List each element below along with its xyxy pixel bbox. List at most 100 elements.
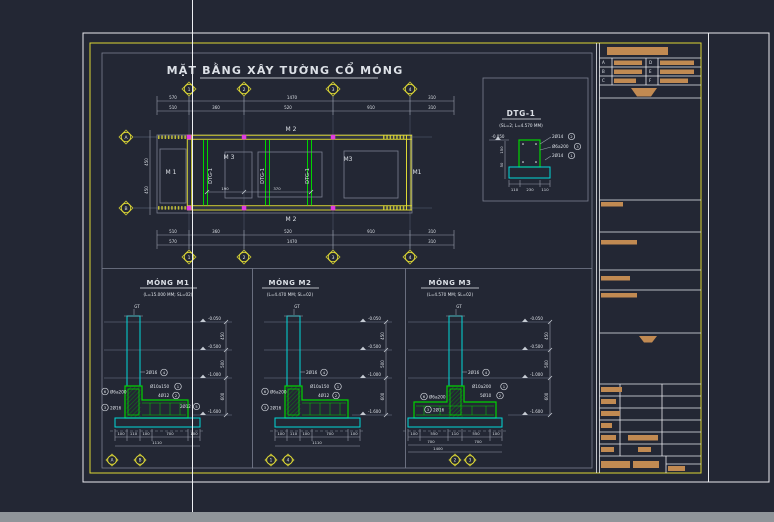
titleblock-stamp — [639, 336, 657, 343]
dim-label: 370 — [273, 186, 281, 191]
rebar-callout-num: 1 — [570, 153, 573, 158]
plan-view: MẶT BẰNG XÂY TƯỜNG CỔ MÓNG 570 1470 310 … — [118, 62, 455, 265]
vertical-dim-chain: 450 500 600 — [220, 319, 229, 418]
grid-bubble-label: 2 — [454, 458, 457, 463]
level-label: -1.000 — [530, 372, 543, 377]
grid-bubble-label: 4 — [287, 458, 290, 463]
dim-label: 100 — [410, 431, 418, 436]
rebar-callout-num: 2 — [335, 393, 338, 398]
rebar-callout: 2Ø14 1 — [552, 151, 576, 160]
level-markers: -0.050 -0.500 -1.000 -1.600 — [200, 316, 221, 415]
rebar-callout-label: 2Ø14 — [552, 153, 564, 158]
rebar-callout-label: 2Ø16 — [270, 406, 282, 411]
detail-title: MÓNG M1 — [147, 278, 190, 287]
grid-bubbles-bottom: 1 2 3 4 — [181, 249, 418, 265]
rebar-callouts: 2Ø16 4 Ø10a150 1 4Ø12 2 6 Ø6a200 3 2Ø16 — [261, 368, 342, 412]
rebar-callout-num: 3 — [427, 407, 430, 412]
rebar-callout-label: 2Ø16 — [306, 370, 318, 375]
lean-concrete-slab — [274, 417, 361, 428]
grid-bubble-label: B — [139, 458, 142, 463]
rebar-callout-label: Ø6a200 — [429, 395, 446, 400]
rebar-callout-num: 4 — [485, 370, 488, 375]
grid-bubble: 3 — [325, 81, 341, 97]
wall-section — [448, 315, 463, 387]
level-label: -0.500 — [530, 344, 543, 349]
rebar-callout-num: 1 — [503, 384, 506, 389]
bottom-dim-chain: 100 550 110 550 100 700 700 1400 — [407, 429, 503, 453]
grid-bubble-label: A — [111, 458, 114, 463]
rebar-callout-label: Ø10a150 — [310, 384, 330, 389]
dim-label: 100 — [277, 431, 285, 436]
rebar-callout-num: 6 — [423, 394, 426, 399]
detail-bubbles: 2 3 — [448, 453, 477, 467]
rebar-callout-num: 5 — [195, 404, 198, 409]
dtg-subtitle: (SL=2; L=4.570 MM) — [499, 123, 543, 128]
rebar-callout-label: Ø6a200 — [110, 390, 127, 395]
wall-section — [286, 315, 301, 387]
rebar-callout-num: 1 — [337, 384, 340, 389]
dim-label: 550 — [430, 431, 438, 436]
wall-top-label: GT — [456, 304, 462, 309]
detail-mong-m2: MÓNG M2 (L=4.470 MM; SL=02) GT -0.050 -0… — [261, 278, 392, 467]
rebar-callout-num: 2 — [175, 393, 178, 398]
dim-label: 510 — [169, 229, 177, 234]
dim-label: 500 — [544, 360, 549, 368]
dtg-title: DTG-1 — [507, 109, 536, 118]
rebar-callout-label: 4Ø12 — [318, 393, 330, 398]
sheet-frame — [82, 32, 770, 483]
grid-bubble-label: 1 — [188, 87, 191, 93]
plan-dims-bottom: 510 360 520 910 310 570 1470 310 — [156, 229, 455, 249]
dim-label: 520 — [284, 105, 292, 110]
grid-bubble-label: 1 — [270, 458, 273, 463]
titleblock-row-letter: D — [649, 60, 652, 65]
rebar-callout-label: Ø6a200 — [552, 144, 569, 149]
dim-label: 500 — [380, 360, 385, 368]
detail-title: MÓNG M2 — [269, 278, 312, 287]
grid-bubble-label: A — [124, 135, 128, 141]
bottom-dim-chain: 100 110 100 700 100 1110 — [114, 429, 201, 447]
level-markers: -0.050 -0.500 -1.000 -1.600 — [522, 316, 543, 415]
grid-bubble-label: B — [124, 206, 127, 212]
wall-label-m2-top: M 2 — [286, 126, 297, 133]
dim-label: 450 — [144, 158, 149, 166]
titleblock-row-letter: E — [649, 69, 652, 74]
dim-label: 600 — [544, 392, 549, 400]
dim-label: 110 — [290, 431, 298, 436]
dim-label: 450 — [544, 332, 549, 340]
dim-label: 700 — [326, 431, 334, 436]
dim-label: 450 — [380, 332, 385, 340]
dim-label: 570 — [169, 239, 177, 244]
dim-label: 190 — [221, 186, 229, 191]
grid-bubble: 1 — [181, 249, 197, 265]
rebar-callout-num: 3 — [264, 405, 267, 410]
vertical-dim-chain: 450 500 600 — [544, 319, 553, 418]
level-label: -1.000 — [208, 372, 221, 377]
level-label: -1.000 — [368, 372, 381, 377]
dim-label: 1470 — [287, 239, 298, 244]
dim-label: 1110 — [152, 440, 162, 445]
detail-mong-m1: MÓNG M1 (L=15.000 MM; SL=02) GT -0.050 -… — [101, 278, 232, 467]
rebar-callout-label: 2Ø14 — [552, 134, 564, 139]
dim-label: 700 — [427, 439, 435, 444]
dim-label: 450 — [220, 332, 225, 340]
grid-bubble: 1 — [181, 81, 197, 97]
detail-bubbles: A B — [105, 453, 147, 467]
rebar-callout-label: 4Ø12 — [158, 393, 170, 398]
grid-bubble: B — [118, 200, 134, 216]
titleblock-heading-bar — [607, 47, 668, 55]
dim-label: 110 — [451, 431, 459, 436]
beam-label-dtg: DTG-1 — [208, 168, 214, 184]
rebar-callouts: 2Ø16 4 Ø10a200 1 5Ø10 2 6 Ø6a200 3 2Ø16 — [420, 368, 508, 414]
dim-label: 1400 — [433, 446, 443, 451]
rebar-callout: 2Ø14 2 — [552, 132, 576, 141]
titleblock-row-letter: A — [602, 60, 605, 65]
rebar-callout: Ø6a200 3 — [552, 142, 582, 151]
level-label: -0.050 — [530, 316, 543, 321]
dtg-column-section — [518, 139, 541, 168]
grid-bubble-label: 4 — [409, 255, 412, 261]
grid-bubble: 4 — [402, 249, 418, 265]
detail-bubbles: 1 4 — [264, 453, 295, 467]
grid-bubble: 3 — [325, 249, 341, 265]
